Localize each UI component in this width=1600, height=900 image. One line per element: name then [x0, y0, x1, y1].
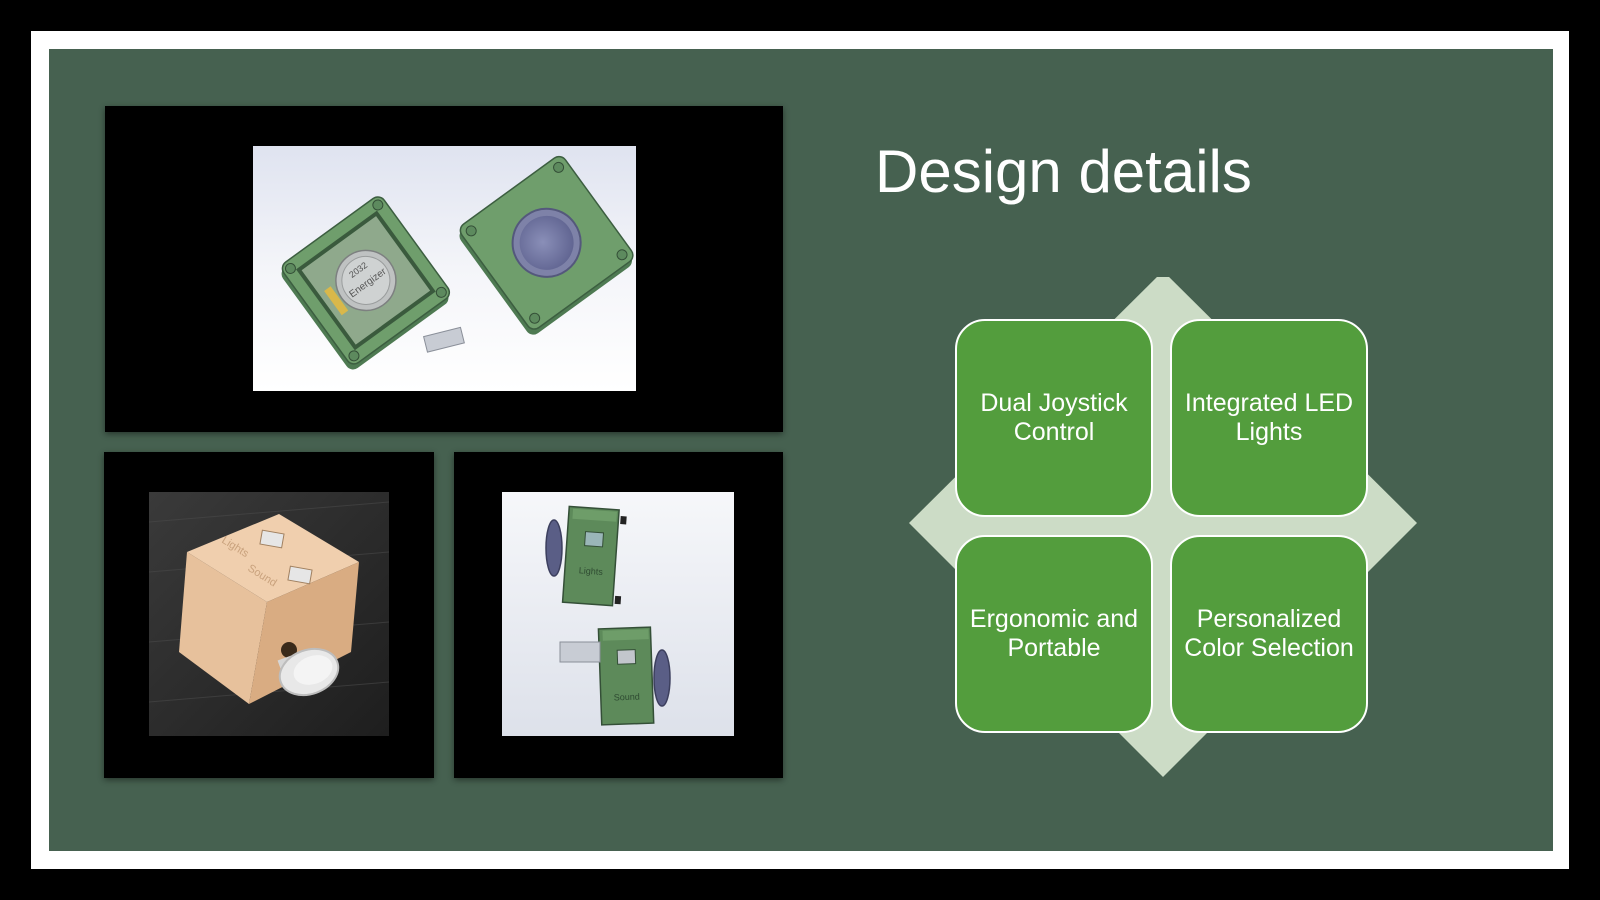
- feature-matrix-diagram: Dual Joystick Control Integrated LED Lig…: [905, 277, 1425, 797]
- slide-title: Design details: [875, 138, 1252, 205]
- feature-label: Personalized Color Selection: [1184, 605, 1354, 662]
- exploded-lights-label: Lights: [578, 565, 603, 577]
- cube-photo-image: Lights Sound: [149, 492, 389, 736]
- presentation-slide: 2032 Energizer: [49, 49, 1553, 851]
- beige-cube-illustration: Lights Sound: [149, 492, 389, 736]
- feature-tile-ergonomic: Ergonomic and Portable: [955, 535, 1153, 733]
- cad-render-image: 2032 Energizer: [253, 146, 636, 391]
- feature-tile-led-lights: Integrated LED Lights: [1170, 319, 1368, 517]
- feature-tile-dual-joystick: Dual Joystick Control: [955, 319, 1153, 517]
- cad-enclosures-illustration: 2032 Energizer: [253, 146, 636, 391]
- exploded-enclosure-illustration: Lights Sound: [502, 492, 734, 736]
- cube-photo-frame: Lights Sound: [104, 452, 434, 778]
- cad-render-frame: 2032 Energizer: [105, 106, 783, 432]
- exploded-render-image: Lights Sound: [502, 492, 734, 736]
- feature-label: Ergonomic and Portable: [969, 605, 1139, 662]
- feature-tile-color-selection: Personalized Color Selection: [1170, 535, 1368, 733]
- feature-label: Dual Joystick Control: [980, 389, 1128, 446]
- exploded-render-frame: Lights Sound: [454, 452, 783, 778]
- exploded-sound-label: Sound: [614, 692, 640, 703]
- feature-label: Integrated LED Lights: [1184, 389, 1354, 446]
